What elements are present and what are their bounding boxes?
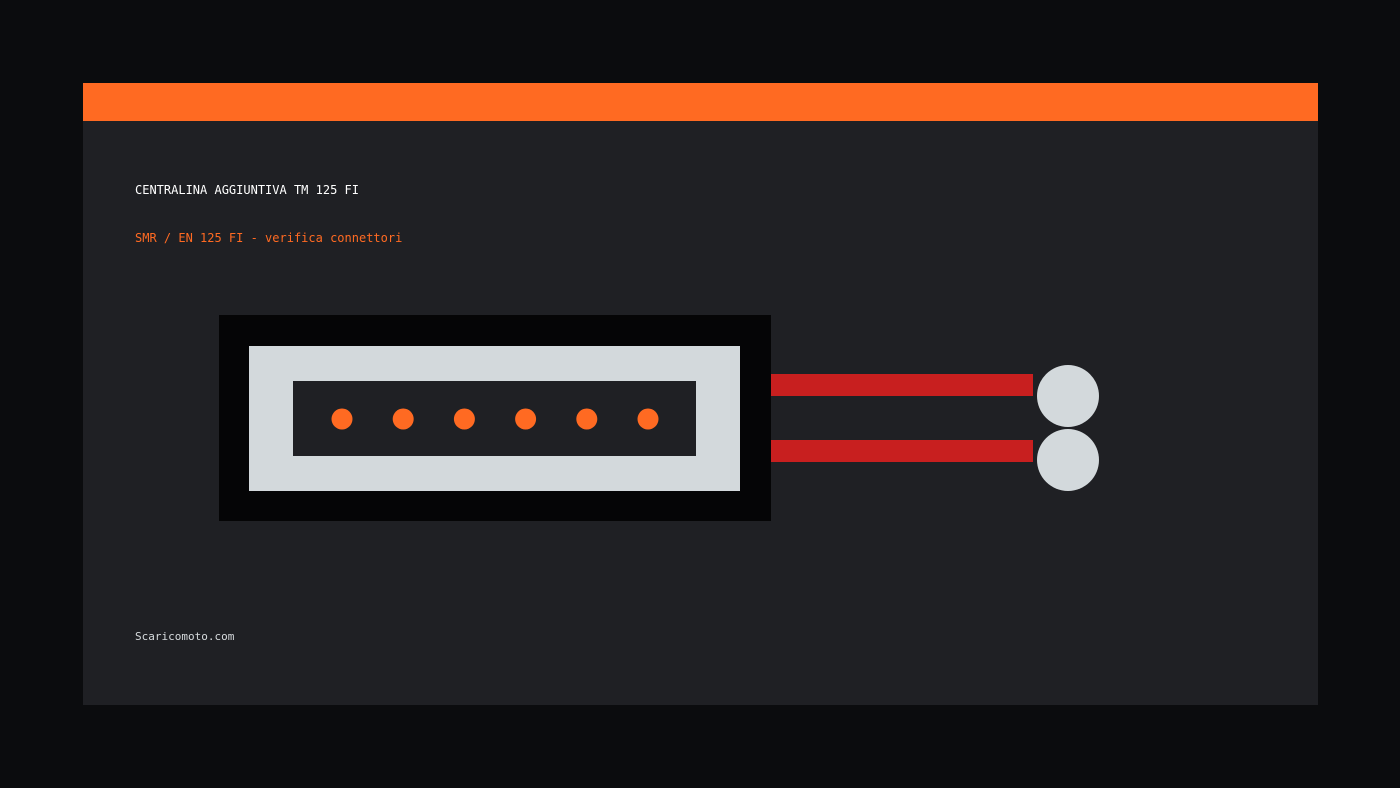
diagram-card: CENTRALINA AGGIUNTIVA TM 125 FI SMR / EN…: [83, 83, 1318, 705]
connector: [219, 315, 771, 521]
accent-header-bar: [83, 83, 1318, 121]
connector-pin: [637, 408, 659, 430]
page-subtitle: SMR / EN 125 FI - verifica connettori: [135, 231, 403, 245]
wire: [771, 440, 1033, 462]
connector-diagram: [219, 315, 1099, 521]
connector-pin: [515, 408, 537, 430]
wire-terminal: [1037, 429, 1099, 491]
wires: [771, 374, 1033, 462]
connector-pin: [392, 408, 414, 430]
footer-site-link[interactable]: Scaricomoto.com: [135, 630, 235, 643]
connector-pin: [331, 408, 353, 430]
wire: [771, 374, 1033, 396]
page-title: CENTRALINA AGGIUNTIVA TM 125 FI: [135, 183, 359, 197]
connector-pin: [576, 408, 598, 430]
connector-pins: [331, 408, 659, 430]
connector-pin-slot: [293, 381, 696, 456]
terminals: [1037, 365, 1099, 491]
wire-terminal: [1037, 365, 1099, 427]
connector-pin: [453, 408, 475, 430]
